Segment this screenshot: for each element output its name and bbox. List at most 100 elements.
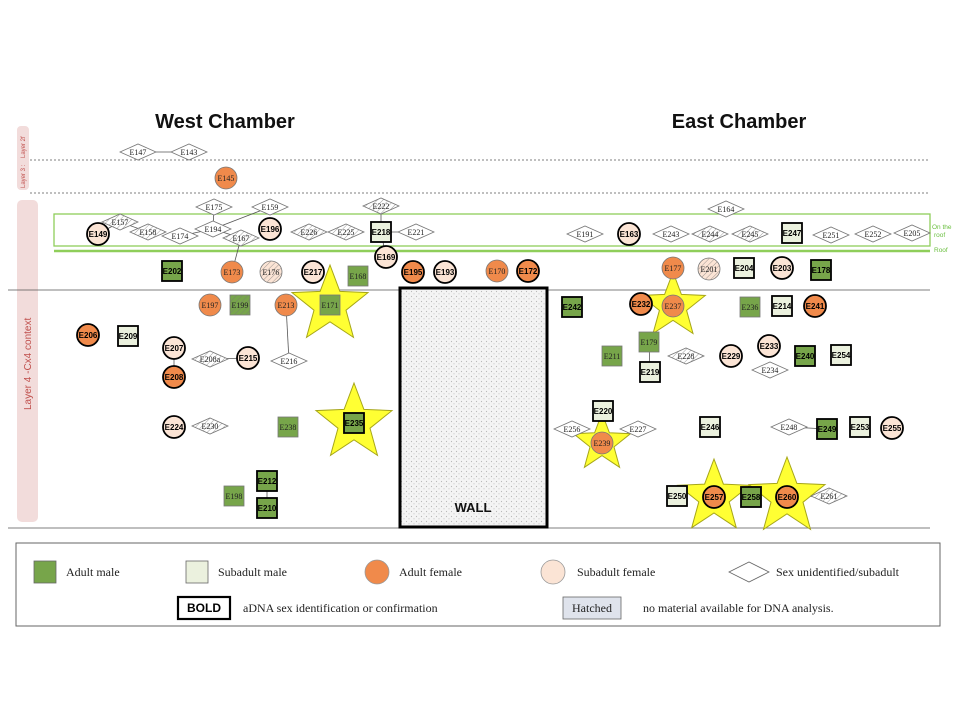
symbol-E237 (661, 294, 685, 318)
individual-E172: E172 (516, 259, 540, 283)
individual-E164: E164 (707, 200, 745, 218)
symbol-E178 (810, 259, 832, 281)
label-E228: E228 (678, 352, 695, 361)
label-E168: E168 (350, 272, 367, 281)
label-E243: E243 (663, 230, 680, 239)
label-E210: E210 (258, 504, 277, 513)
individual-E145: E145 (214, 166, 238, 190)
label-E159: E159 (262, 203, 279, 212)
west-chamber-title: West Chamber (155, 111, 295, 133)
individual-E254: E254 (830, 344, 852, 366)
hatch-E222 (363, 198, 399, 214)
symbol-E163 (617, 222, 641, 246)
symbol-E211 (601, 345, 623, 367)
symbol-E215 (236, 346, 260, 370)
individual-E229: E229 (719, 344, 743, 368)
individual-E240: E240 (794, 345, 816, 367)
label-E179: E179 (641, 338, 658, 347)
wall (398, 286, 549, 529)
individual-E203: E203 (770, 256, 794, 280)
individual-E260: E260 (775, 485, 799, 509)
individual-E211: E211 (601, 345, 623, 367)
individual-E225: E225 (327, 223, 365, 241)
symbol-E253 (849, 416, 871, 438)
label-E242: E242 (563, 303, 582, 312)
individual-E228: E228 (667, 347, 705, 365)
east-chamber-title: East Chamber (672, 111, 807, 133)
legend-unidentified-label: Sex unidentified/subadult (776, 565, 900, 579)
symbol-E174 (161, 227, 199, 245)
label-E252: E252 (865, 230, 882, 239)
symbol-E221 (397, 223, 435, 241)
symbol-E234 (751, 361, 789, 379)
individual-E256: E256 (553, 420, 591, 438)
individual-E202: E202 (161, 260, 183, 282)
individual-E230: E230 (191, 417, 229, 435)
individual-E250: E250 (666, 485, 688, 507)
individual-E149: E149 (86, 222, 110, 246)
symbol-E194 (194, 220, 232, 238)
label-E249: E249 (818, 425, 837, 434)
legend-subadult-male-swatch (185, 560, 209, 584)
symbol-E147 (119, 143, 157, 161)
label-E229: E229 (722, 352, 741, 361)
individual-E171: E171 (319, 294, 341, 316)
label-E170: E170 (489, 267, 506, 276)
legend-adult-female-swatch (364, 559, 390, 585)
symbol-E214 (771, 295, 793, 317)
label-E215: E215 (239, 354, 258, 363)
label-E222: E222 (373, 202, 390, 211)
hatch-E245 (732, 226, 768, 242)
individual-E199: E199 (229, 294, 251, 316)
label-E241: E241 (806, 302, 825, 311)
symbol-E248 (770, 418, 808, 436)
individual-E255: E255 (880, 416, 904, 440)
symbol-E247 (781, 222, 803, 244)
individual-E215: E215 (236, 346, 260, 370)
label-E226: E226 (301, 228, 318, 237)
legend-adult-female-label: Adult female (399, 565, 462, 579)
symbol-E246 (699, 416, 721, 438)
label-E198: E198 (226, 492, 243, 501)
label-E217: E217 (304, 268, 323, 277)
legend-bold-box (176, 595, 232, 621)
individual-E191: E191 (566, 225, 604, 243)
individual-E173: E173 (220, 260, 244, 284)
individual-E251: E251 (812, 226, 850, 244)
label-E233: E233 (760, 342, 779, 351)
layer-3-band (17, 126, 29, 190)
symbol-E219 (639, 361, 661, 383)
individual-E217: E217 (301, 260, 325, 284)
symbol-E239 (590, 431, 614, 455)
label-E172: E172 (519, 267, 538, 276)
individual-E244: E244 (691, 225, 729, 243)
layer-4-band (17, 200, 38, 522)
label-E199: E199 (232, 301, 249, 310)
label-E194: E194 (205, 225, 222, 234)
individual-E258: E258 (740, 486, 762, 508)
individual-E242: E242 (561, 296, 583, 318)
hatch-E176 (260, 261, 282, 283)
label-E211: E211 (604, 352, 621, 361)
label-E202: E202 (163, 267, 182, 276)
label-E174: E174 (172, 232, 189, 241)
symbol-E249 (816, 418, 838, 440)
label-E205: E205 (904, 229, 921, 238)
label-E191: E191 (577, 230, 594, 239)
label-E176: E176 (263, 268, 280, 277)
legend-subadult-male-label: Subadult male (218, 565, 287, 579)
layer-2f-label: Layer 2f (21, 136, 27, 158)
individual-E205: E205 (893, 224, 931, 242)
label-E240: E240 (796, 352, 815, 361)
symbol-E254 (830, 344, 852, 366)
individual-E213: E213 (274, 293, 298, 317)
hatch-E226 (291, 224, 327, 240)
legend-bold-desc: aDNA sex identification or confirmation (243, 601, 438, 615)
symbol-E195 (401, 260, 425, 284)
symbol-E238 (277, 416, 299, 438)
legend-hatched-box (562, 596, 622, 620)
individual-E249: E249 (816, 418, 838, 440)
label-E230: E230 (202, 422, 219, 431)
label-E227: E227 (630, 425, 647, 434)
individual-E243: E243 (652, 225, 690, 243)
